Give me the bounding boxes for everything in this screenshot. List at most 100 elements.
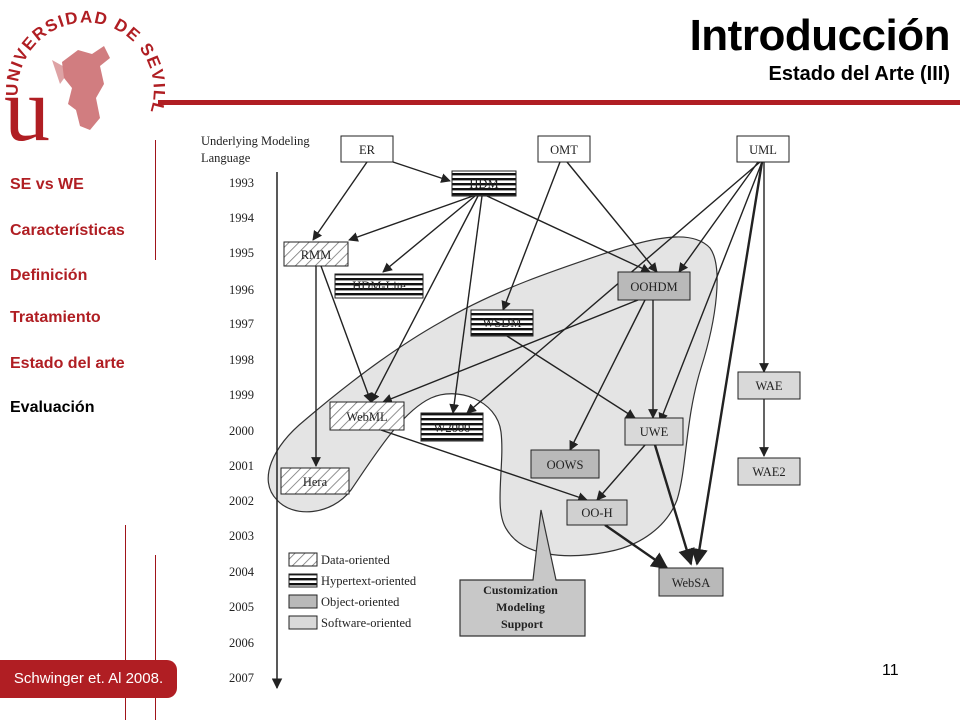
customization-support-region xyxy=(267,236,718,557)
node-label: WAE2 xyxy=(752,465,785,479)
legend-label-data: Data-oriented xyxy=(321,553,390,567)
page-number: 11 xyxy=(882,662,899,679)
year-label: 2001 xyxy=(229,459,254,473)
sidebar-line-upper xyxy=(155,140,156,260)
legend-swatch-hypertext xyxy=(288,573,318,588)
node-hera: Hera xyxy=(280,467,350,495)
node-label: W2000 xyxy=(434,421,471,435)
node-label: WAE xyxy=(755,379,782,393)
edge-uml-uwe xyxy=(658,161,763,423)
legend-swatch-object xyxy=(288,594,318,609)
edge-er-rmm xyxy=(312,161,368,241)
node-er: ER xyxy=(340,135,394,163)
node-label: ER xyxy=(359,143,376,157)
header-divider xyxy=(158,100,960,105)
axis-label-line-1: Underlying Modeling xyxy=(201,134,310,148)
node-label: UWE xyxy=(640,425,669,439)
node-oohdm: OOHDM xyxy=(617,271,691,301)
edge-uml-websa xyxy=(691,161,764,566)
legend-swatch-software xyxy=(288,615,318,630)
nav-item-evaluacion[interactable]: Evaluación xyxy=(10,399,94,417)
edge-ooh-websa xyxy=(604,524,669,569)
year-label: 1996 xyxy=(229,283,254,297)
year-label: 1997 xyxy=(229,317,254,331)
node-wae: WAE xyxy=(737,371,801,400)
slide-header: Introducción Estado del Arte (III) xyxy=(689,10,951,86)
node-wae2: WAE2 xyxy=(737,457,801,486)
logo-figure-icon xyxy=(52,46,110,130)
node-hdm: HDM xyxy=(451,170,517,197)
edge-hdm-oohdm xyxy=(486,195,651,273)
nav-item-definicion[interactable]: Definición xyxy=(10,267,87,285)
edge-wsdm-uwe xyxy=(506,335,636,419)
node-label: WebML xyxy=(346,410,387,424)
nav-item-label: SE vs WE xyxy=(10,176,84,193)
edge-hdm-webml xyxy=(370,195,479,403)
edge-webml-ooh xyxy=(380,429,588,502)
nav-item-caracteristicas[interactable]: Características xyxy=(10,222,125,240)
diagram-edges xyxy=(311,161,769,569)
year-label: 1994 xyxy=(229,211,255,225)
edge-uwe-websa xyxy=(653,444,695,566)
node-oo-h: OO-H xyxy=(566,499,628,526)
node-label: RMM xyxy=(301,248,332,262)
sidebar-line-lower xyxy=(125,525,126,720)
node-websa: WebSA xyxy=(658,567,724,597)
nav-item-estado-del-arte[interactable]: Estado del arte xyxy=(10,355,125,373)
customization-callout xyxy=(459,509,586,637)
node-label: UML xyxy=(749,143,777,157)
year-labels: 1993 1994 1995 1996 1997 1998 1999 2000 … xyxy=(229,176,255,685)
diagram-nodes: ER OMT UML HDM RMM HDM-Lite OOHDM WSDM xyxy=(280,135,801,597)
node-label: OOWS xyxy=(547,458,584,472)
node-wsdm: WSDM xyxy=(470,309,534,337)
year-label: 2002 xyxy=(229,494,254,508)
node-label: WSDM xyxy=(483,316,522,330)
year-label: 1999 xyxy=(229,388,254,402)
node-w2000: W2000 xyxy=(420,412,484,442)
node-label: Hera xyxy=(303,475,328,489)
year-label: 2000 xyxy=(229,424,254,438)
edge-hdm-rmm xyxy=(348,195,474,242)
edge-rmm-webml xyxy=(320,265,373,403)
slide-title: Introducción xyxy=(689,11,951,60)
node-hdm-lite: HDM-Lite xyxy=(334,273,424,299)
nav-item-label: Evaluación xyxy=(10,399,95,416)
citation-badge: Schwinger et. Al 2008. xyxy=(0,660,177,698)
year-label: 1993 xyxy=(229,176,254,190)
node-rmm: RMM xyxy=(283,241,349,267)
edge-omt-oohdm xyxy=(566,161,658,273)
node-uml: UML xyxy=(736,135,790,163)
edge-uml-w2000 xyxy=(466,161,761,414)
nav-item-se-vs-we[interactable]: SE vs WE xyxy=(10,176,84,194)
node-label: WebSA xyxy=(672,576,711,590)
year-label: 2004 xyxy=(229,565,255,579)
node-label: HDM xyxy=(469,177,498,191)
year-label: 2005 xyxy=(229,600,254,614)
year-label: 2006 xyxy=(229,636,254,650)
node-webml: WebML xyxy=(329,401,405,431)
legend-label-hypertext: Hypertext-oriented xyxy=(321,574,417,588)
node-label: OMT xyxy=(550,143,578,157)
nav-item-label: Características xyxy=(10,222,125,239)
nav-item-tratamiento[interactable]: Tratamiento xyxy=(10,309,101,327)
edge-hdm-hdmlite xyxy=(382,195,476,273)
edge-oohdm-oows xyxy=(569,299,646,451)
logo-monogram: u xyxy=(4,58,50,150)
node-oows: OOWS xyxy=(530,449,600,479)
year-label: 1998 xyxy=(229,353,254,367)
callout-line-3: Support xyxy=(501,617,543,631)
legend-swatch-data xyxy=(288,552,318,567)
nav-item-label: Tratamiento xyxy=(10,309,101,326)
diagram-legend: Data-oriented Hypertext-oriented Object-… xyxy=(288,552,417,630)
svg-text:Customization Modeling: Customization Modeling Support xyxy=(483,583,561,631)
year-label: 2007 xyxy=(229,671,254,685)
edge-oohdm-webml xyxy=(382,299,639,404)
callout-line-1: Customization xyxy=(483,583,558,597)
nav-item-label: Definición xyxy=(10,267,88,284)
nav-item-label: Estado del arte xyxy=(10,355,125,372)
slide-subtitle: Estado del Arte (III) xyxy=(768,63,950,85)
year-label: 1995 xyxy=(229,246,254,260)
node-label: OOHDM xyxy=(630,280,677,294)
sidebar-line-lower-2 xyxy=(155,555,156,720)
edge-hdm-w2000 xyxy=(449,195,483,414)
